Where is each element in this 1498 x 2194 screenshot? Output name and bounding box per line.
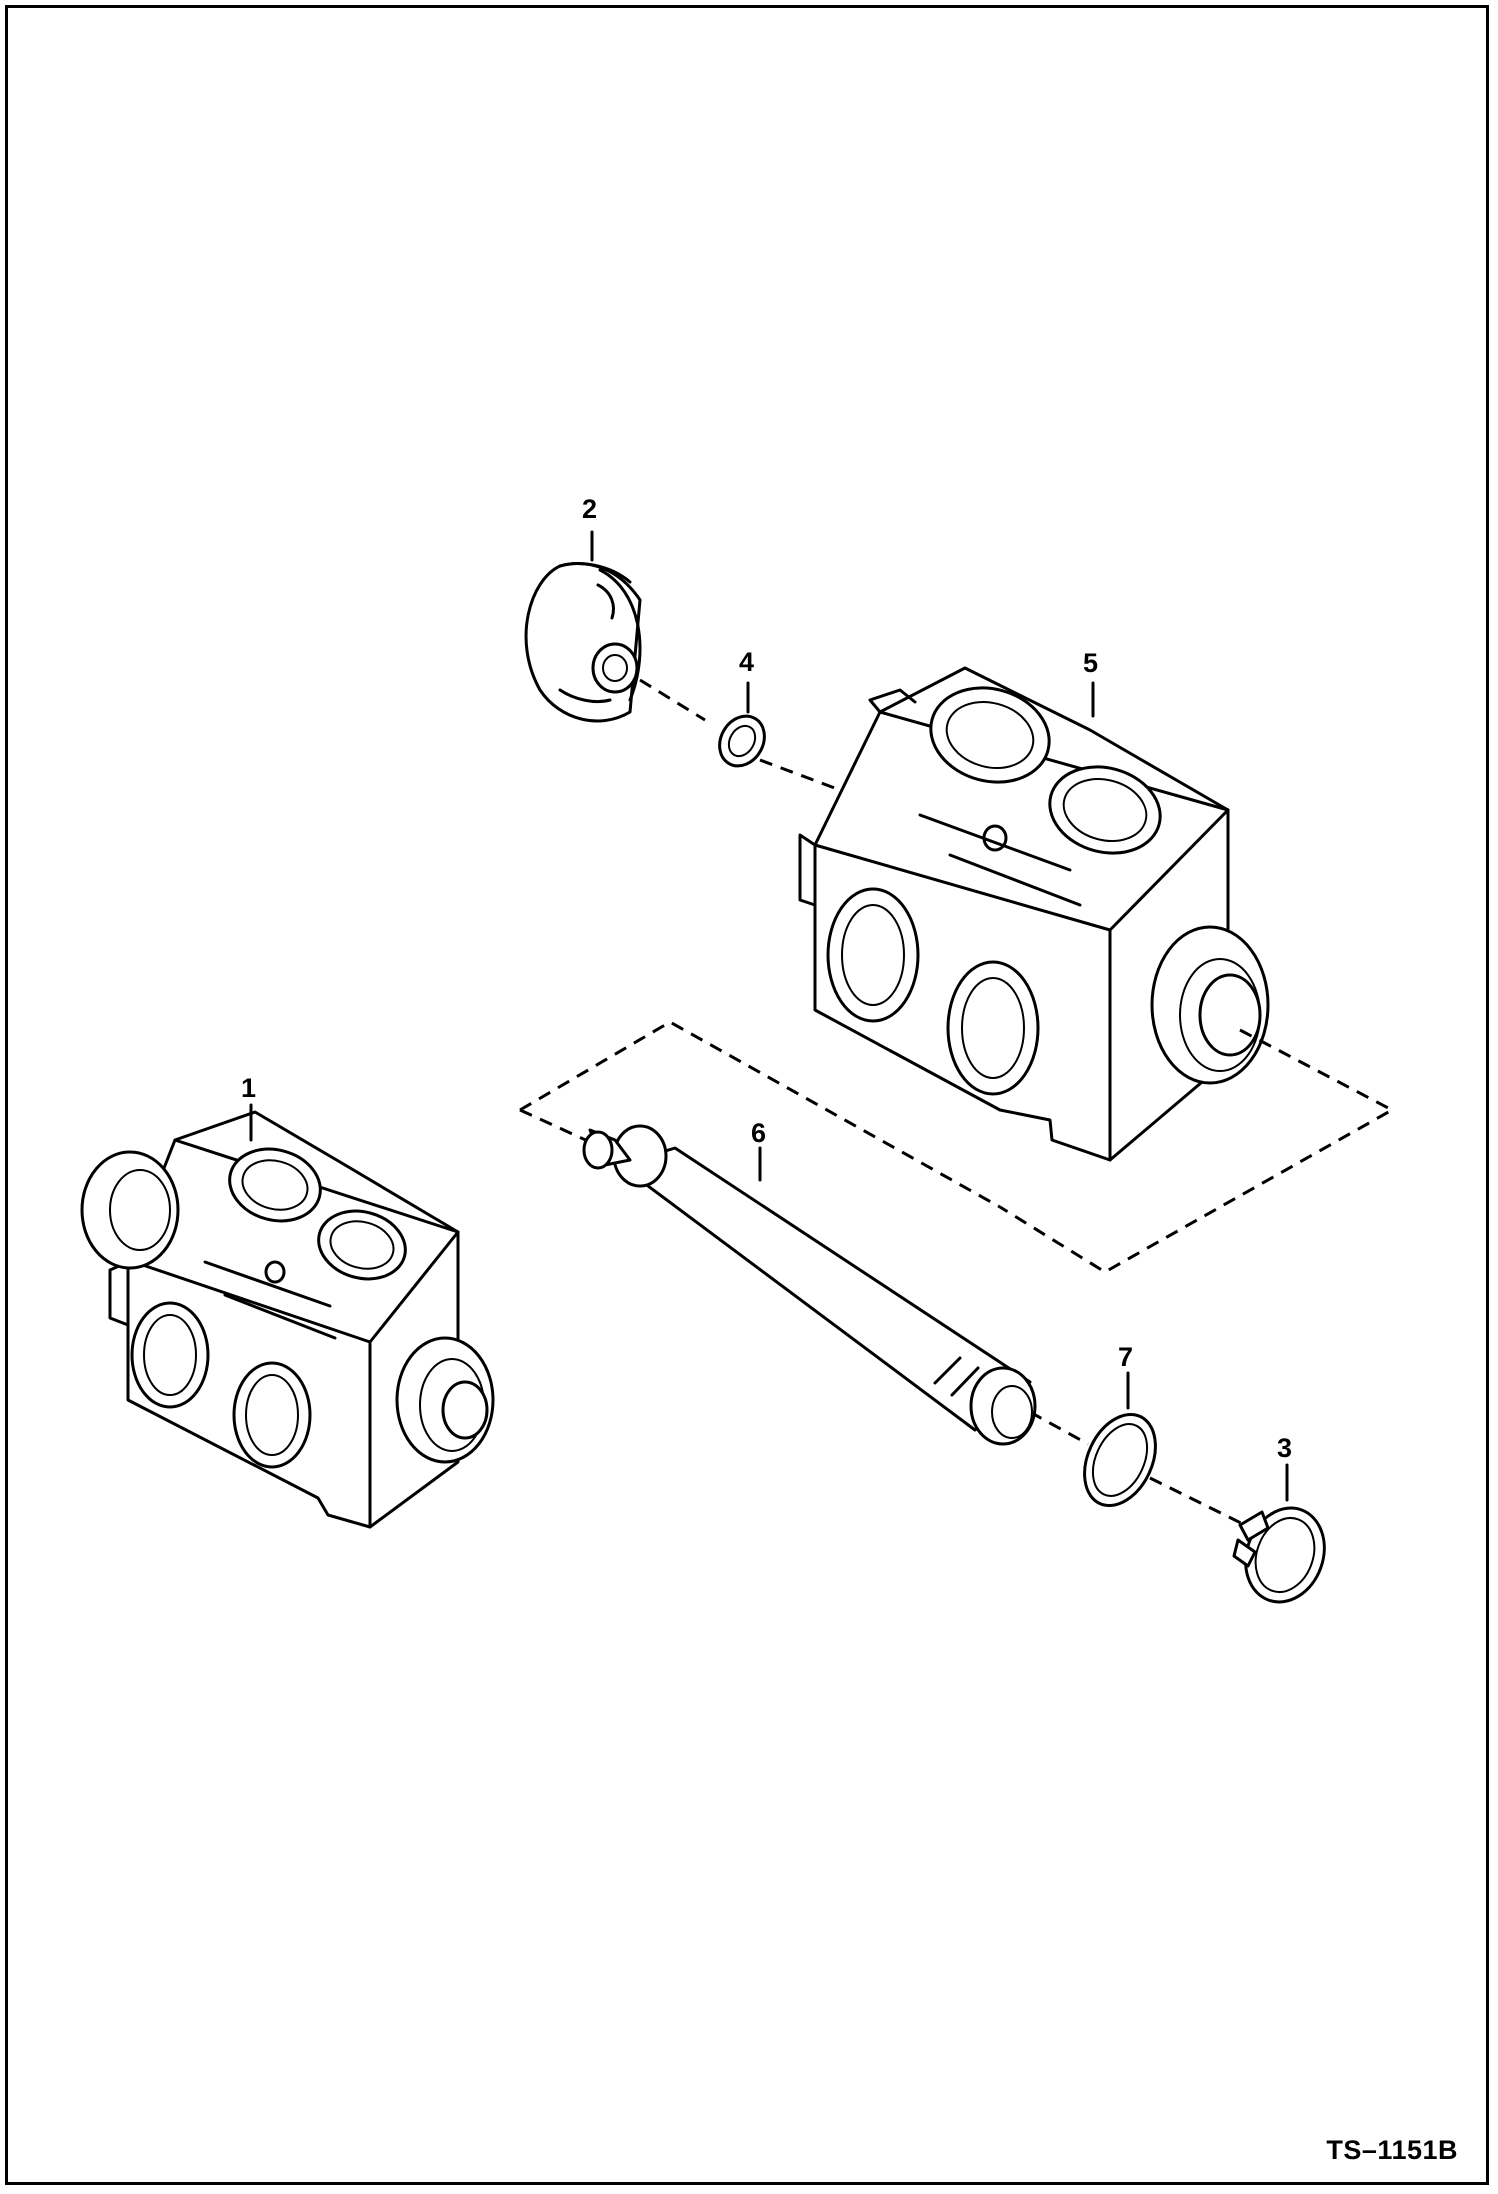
callout-7: 7 (1118, 1342, 1133, 1372)
drawing-number: TS–1151B (1326, 2135, 1458, 2165)
assembly-lines (519, 678, 1396, 1527)
callout-1: 1 (241, 1073, 256, 1103)
callout-4: 4 (739, 647, 754, 677)
part-3-retaining-ring (1232, 1506, 1326, 1604)
callout-labels: 2 4 5 1 6 7 3 (241, 494, 1292, 1463)
part-6-spool (582, 1124, 1037, 1446)
part-5-valve-section (798, 666, 1270, 1162)
drawing-border (5, 5, 1489, 2185)
callout-3: 3 (1277, 1433, 1292, 1463)
part-7-oring (1083, 1412, 1157, 1508)
callout-leaders (249, 530, 1289, 1502)
part-1-valve-assembly (80, 1110, 495, 1529)
callout-2: 2 (582, 494, 597, 524)
callout-6: 6 (751, 1118, 766, 1148)
part-2-cap (524, 562, 642, 723)
part-4-oring (718, 714, 766, 768)
callout-5: 5 (1083, 648, 1098, 678)
